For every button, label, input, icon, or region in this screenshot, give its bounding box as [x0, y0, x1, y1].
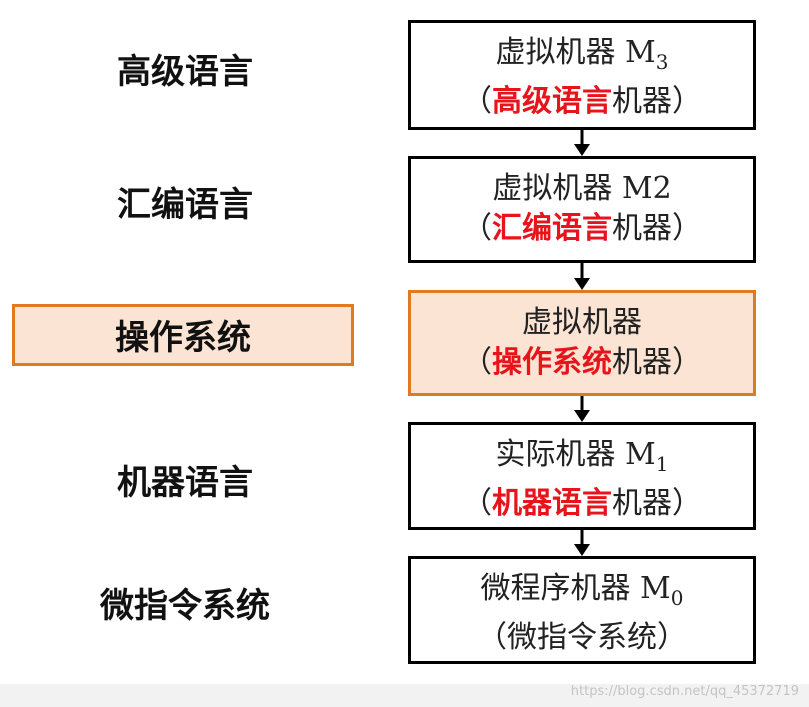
machine-box-type-line: （高级语言机器）	[411, 82, 753, 122]
machine-type-highlight: 机器语言	[492, 486, 612, 521]
machine-box-title: 虚拟机器 M2	[411, 169, 753, 209]
watermark-text: https://blog.csdn.net/qq_45372719	[570, 684, 799, 699]
machine-box-title-text: 实际机器 M	[495, 437, 656, 472]
paren-open: （	[462, 345, 492, 380]
machine-type-highlight: 高级语言	[492, 84, 612, 119]
machine-box-title: 微程序机器 M0	[411, 569, 753, 618]
machine-type-suffix: 机器）	[612, 84, 702, 119]
machine-box-m1: 实际机器 M1 （机器语言机器）	[408, 422, 756, 530]
machine-box-title: 虚拟机器 M3	[411, 33, 753, 82]
machine-box-title-text: 虚拟机器 M2	[492, 171, 672, 206]
machine-box-title: 虚拟机器	[411, 303, 753, 343]
machine-type-highlight: 操作系统	[492, 345, 612, 380]
footer-strip	[0, 684, 809, 707]
machine-box-m0: 微程序机器 M0 （微指令系统）	[408, 556, 756, 664]
machine-box-subscript: 3	[655, 50, 669, 74]
paren-open: （	[462, 211, 492, 246]
machine-type-suffix: 机器）	[612, 345, 702, 380]
machine-box-type-line: （机器语言机器）	[411, 484, 753, 524]
paren-open: （	[462, 84, 492, 119]
machine-box-type-line: （微指令系统）	[411, 618, 753, 658]
arrow-down-icon	[574, 530, 590, 556]
machine-box-title-text: 虚拟机器 M	[495, 35, 656, 70]
paren-open: （	[462, 486, 492, 521]
machine-box-title-text: 微程序机器 M	[480, 571, 671, 606]
machine-box-m2: 虚拟机器 M2 （汇编语言机器）	[408, 156, 756, 263]
machine-box-title-text: 虚拟机器	[522, 305, 642, 340]
machine-type-suffix: （微指令系统）	[477, 620, 687, 655]
machine-type-suffix: 机器）	[612, 486, 702, 521]
arrow-down-icon	[574, 130, 590, 156]
machine-type-suffix: 机器）	[612, 211, 702, 246]
level-label-high-level-language: 高级语言	[117, 52, 253, 92]
machine-box-subscript: 1	[655, 452, 669, 476]
arrow-down-icon	[574, 396, 590, 422]
level-label-microinstruction-system: 微指令系统	[100, 586, 270, 626]
machine-box-title: 实际机器 M1	[411, 435, 753, 484]
machine-box-subscript: 0	[670, 586, 684, 610]
machine-box-operating-system: 虚拟机器 （操作系统机器）	[408, 290, 756, 396]
machine-type-highlight: 汇编语言	[492, 211, 612, 246]
level-label-assembly-language: 汇编语言	[117, 185, 253, 225]
machine-box-type-line: （汇编语言机器）	[411, 209, 753, 249]
level-label-operating-system: 操作系统	[12, 304, 354, 366]
arrow-down-icon	[574, 263, 590, 290]
level-label-machine-language: 机器语言	[117, 463, 253, 503]
machine-box-type-line: （操作系统机器）	[411, 343, 753, 383]
machine-box-m3: 虚拟机器 M3 （高级语言机器）	[408, 20, 756, 130]
